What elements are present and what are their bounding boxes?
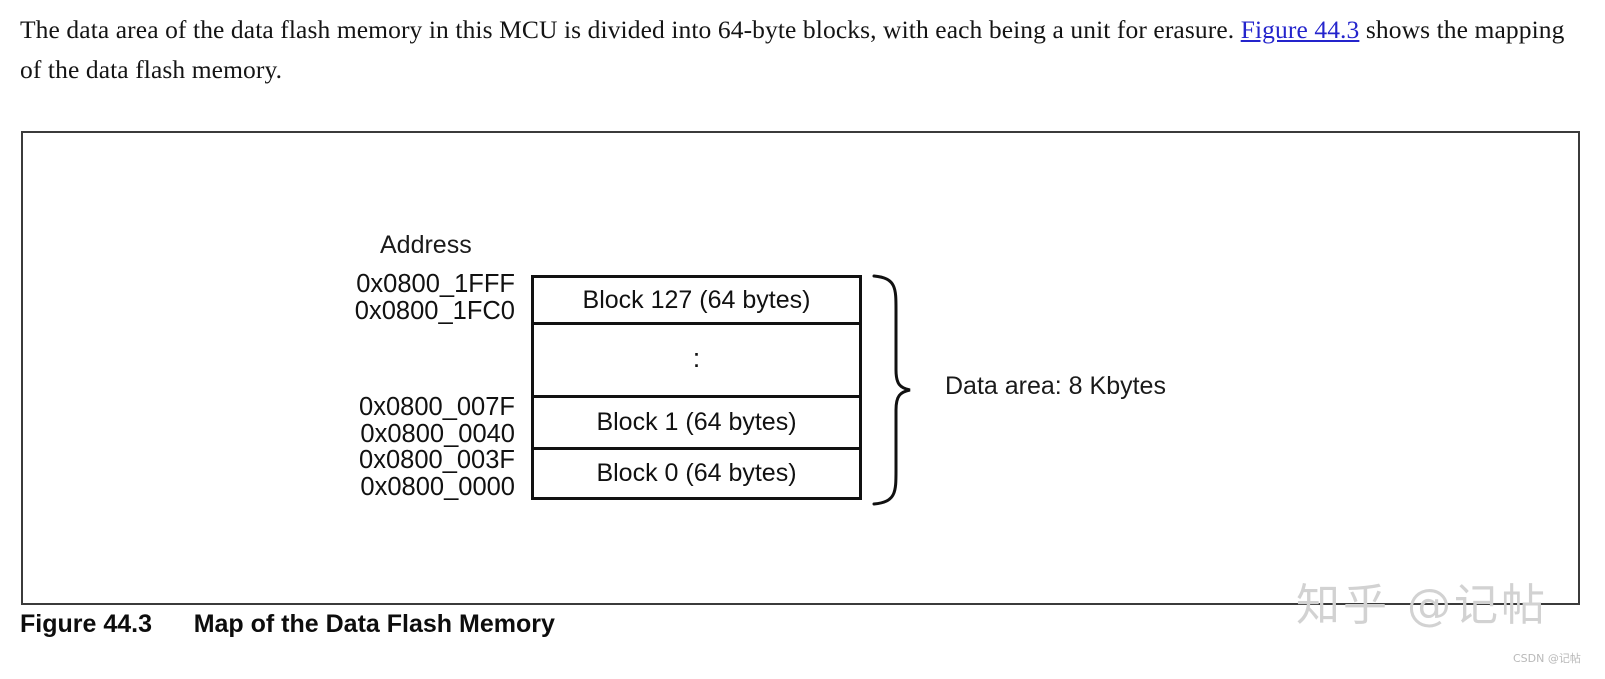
memory-block-table: Block 127 (64 bytes) : Block 1 (64 bytes… [531, 275, 862, 500]
memory-block-row-127: Block 127 (64 bytes) [534, 278, 859, 325]
address-high-2: 0x0800_003F [359, 446, 515, 474]
intro-paragraph: The data area of the data flash memory i… [20, 10, 1580, 90]
memory-block-row-1: Block 1 (64 bytes) [534, 398, 859, 450]
intro-text-before-link: The data area of the data flash memory i… [20, 15, 1241, 44]
intro-text-after-link: shows the mapping of the data flash memo… [20, 15, 1565, 84]
figure-caption: Figure 44.3 Map of the Data Flash Memory [20, 610, 555, 639]
figure-caption-title: Map of the Data Flash Memory [193, 610, 555, 638]
address-low-0: 0x0800_1FC0 [354, 297, 515, 325]
data-area-label: Data area: 8 Kbytes [945, 372, 1166, 400]
right-curly-brace-icon [872, 274, 911, 506]
address-high-1: 0x0800_007F [359, 393, 515, 421]
address-pair-block0: 0x0800_003F 0x0800_0000 [315, 447, 515, 501]
address-column-header: Address [380, 231, 472, 259]
address-high-0: 0x0800_1FFF [356, 270, 515, 298]
csdn-watermark: CSDN @记帖 [1513, 652, 1581, 665]
vertical-ellipsis-icon: : [692, 342, 701, 373]
memory-block-row-ellipsis: : [534, 325, 859, 398]
figure-reference-link[interactable]: Figure 44.3 [1240, 15, 1360, 44]
figure-frame-border [21, 131, 1580, 605]
memory-block-row-0: Block 0 (64 bytes) [596, 459, 797, 487]
address-low-2: 0x0800_0000 [360, 473, 515, 501]
zhihu-watermark: 知乎 @记帖 [1296, 580, 1548, 631]
address-pair-block127: 0x0800_1FFF 0x0800_1FC0 [315, 271, 515, 325]
address-low-1: 0x0800_0040 [360, 420, 515, 448]
figure-caption-number: Figure 44.3 [20, 610, 152, 638]
figure-caption-separator [152, 610, 194, 638]
address-pair-block1: 0x0800_007F 0x0800_0040 [315, 394, 515, 448]
